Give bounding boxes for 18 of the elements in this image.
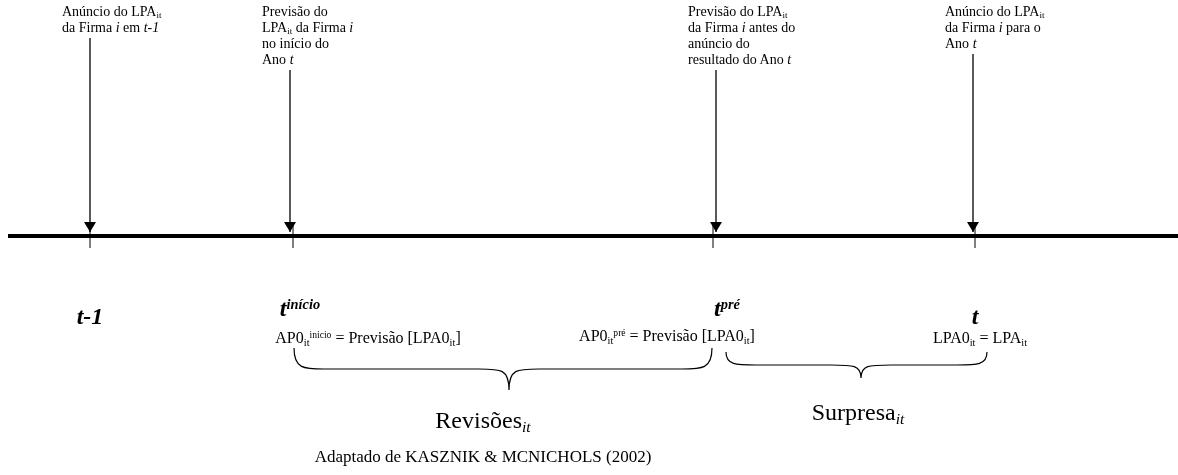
arrow — [710, 69, 722, 233]
formula-text: LPA0$_{it}$ = LPA$_{it}$ — [932, 329, 1028, 346]
event-description: Anúncio do LPA$_{it}$ da Firma i em t-1 — [62, 4, 162, 36]
arrow — [967, 53, 979, 233]
time-label: t$^{pré}$ — [714, 295, 740, 321]
formula-text: AP0$_{it}$$^{pré}$ = Previsão [LPA0$_{it}$] — [579, 327, 755, 344]
time-label: t$^{início}$ — [279, 295, 321, 321]
caption: Adaptado de KASZNIK & MCNICHOLS (2002) — [314, 447, 652, 466]
arrow — [84, 37, 96, 233]
event-description: Previsão do LPA$_{it}$ da Firma i antes do anúncio do resultado do Ano t — [688, 4, 797, 68]
event-description: Anúncio do LPA$_{it}$ da Firma i para o Ano t — [945, 4, 1046, 52]
arrow — [284, 69, 296, 233]
brace-label: Surpresa$_{it}$ — [811, 399, 905, 425]
time-label: t-1 — [76, 303, 104, 329]
event-description: Previsão do LPA$_{it}$ da Firma i no início do Ano t — [262, 4, 354, 68]
brace-label: Revisões$_{it}$ — [435, 407, 531, 433]
time-label: t — [971, 303, 979, 329]
formula-text: AP0$_{it}$$^{inicio}$ = Previsão [LPA0$_{it}$] — [275, 329, 461, 346]
